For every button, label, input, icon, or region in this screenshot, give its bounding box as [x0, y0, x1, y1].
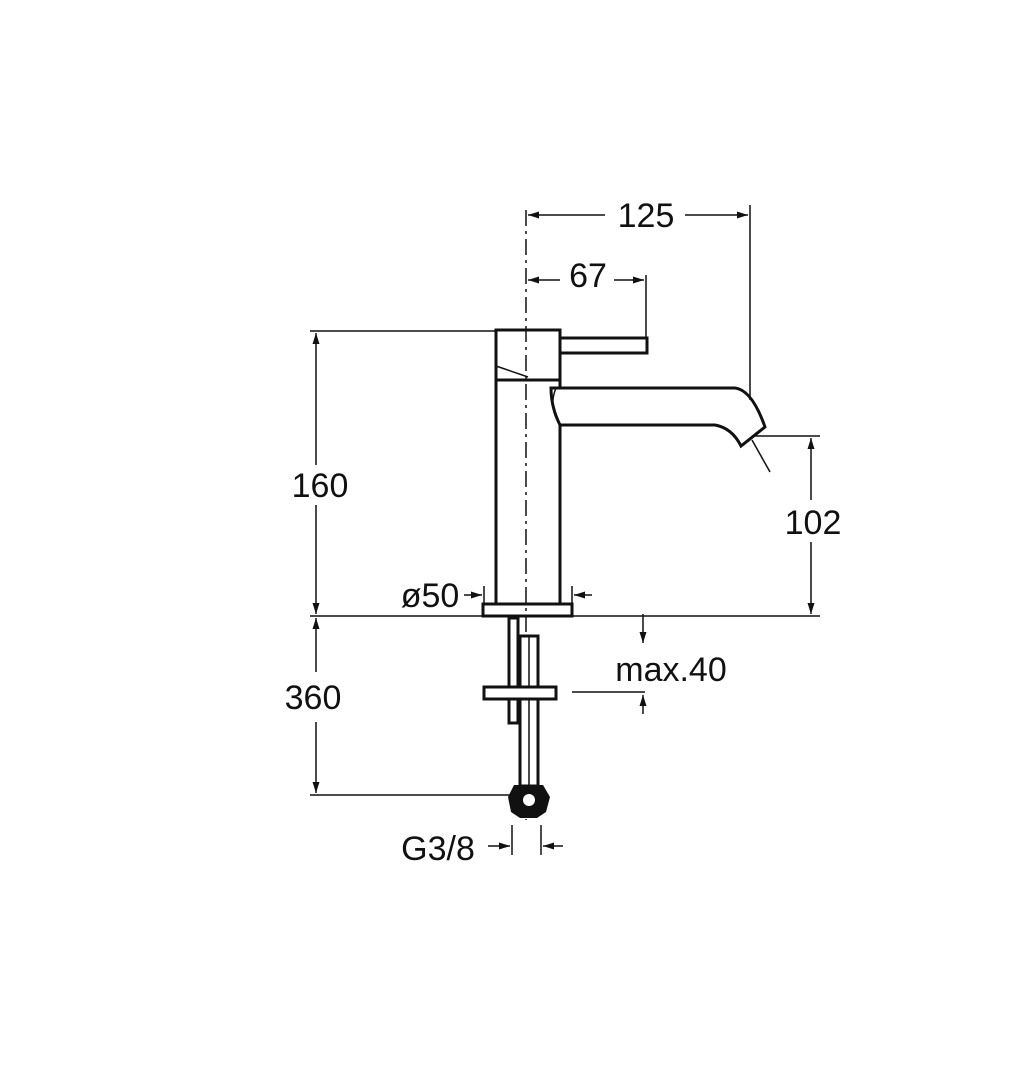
dimension-label-spout-height: 102 — [785, 504, 842, 542]
dimension-label-tail-length: 360 — [285, 679, 342, 717]
dimension-label-deck-thickness: max.40 — [615, 651, 727, 689]
dimension-label-total-reach: 125 — [618, 197, 675, 235]
under-deck-fixings — [482, 616, 558, 818]
dimension-label-handle-reach: 67 — [569, 257, 607, 295]
dimension-label-connection: G3/8 — [401, 830, 475, 868]
dimension-connection: G3/8 — [401, 825, 563, 868]
dimension-spout-height: 102 — [751, 435, 842, 614]
dimension-tail-length: 360 — [285, 618, 510, 796]
dimension-total-reach: 125 — [528, 197, 751, 400]
faucet-base-plate — [481, 602, 574, 618]
faucet-lever — [558, 336, 649, 355]
fixing-washer — [482, 685, 558, 701]
dimension-label-base-diameter: ø50 — [401, 577, 460, 615]
faucet-handle-body — [494, 328, 562, 382]
faucet-spout — [549, 386, 767, 449]
threaded-rod — [507, 616, 520, 725]
dimension-height: 160 — [292, 330, 820, 617]
faucet-column — [494, 378, 562, 608]
dimension-deck-thickness: max.40 — [572, 614, 727, 714]
dimension-handle-reach: 67 — [528, 257, 647, 338]
faucet-body — [481, 328, 767, 618]
dimension-base-diameter: ø50 — [401, 577, 592, 615]
dimension-label-height: 160 — [292, 467, 349, 505]
